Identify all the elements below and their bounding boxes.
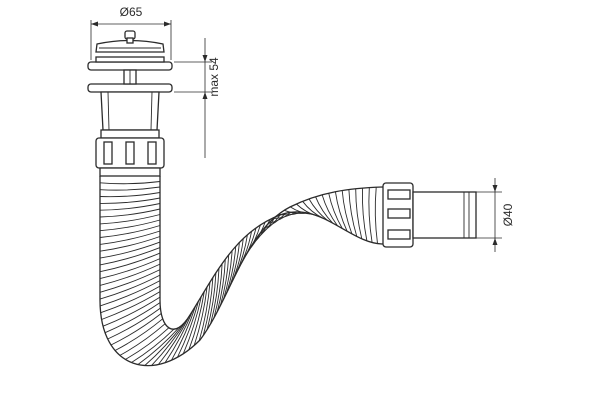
hose-rib	[104, 302, 161, 334]
hose-rib	[234, 234, 248, 276]
hose-rib	[99, 208, 161, 218]
hose-rib	[151, 319, 188, 366]
hose-rib	[171, 305, 197, 361]
hose-rib	[302, 201, 324, 219]
hose-rib	[99, 252, 161, 273]
hose-rib	[216, 259, 226, 312]
hose-rib	[188, 291, 205, 350]
hose-rib	[225, 246, 237, 294]
hose-rib	[99, 192, 161, 198]
hose-rib	[110, 313, 162, 346]
dimension-strainer-diameter: Ø65	[90, 5, 172, 60]
dimension-max-height: max 54	[174, 38, 221, 158]
hose-rib	[315, 196, 334, 224]
hose-rib	[125, 327, 170, 360]
hose-rib	[100, 285, 161, 314]
hose-rib	[137, 327, 180, 365]
hose-rib	[99, 258, 161, 280]
hose-rib	[177, 300, 200, 358]
hose-rib	[202, 277, 214, 336]
hose-rib	[213, 263, 223, 318]
hose-rib	[321, 194, 338, 227]
hose-rib	[99, 263, 161, 286]
hose-rib	[308, 198, 329, 221]
hose-rib	[289, 206, 313, 215]
hose-rib	[238, 231, 253, 270]
hose-rib	[99, 181, 161, 185]
hose-rib	[99, 280, 161, 307]
dimension-outlet-diameter: Ø40	[476, 178, 515, 252]
hose-rib	[361, 188, 368, 241]
hose-rib	[107, 307, 161, 340]
hose-rib	[99, 186, 161, 191]
hose-rib	[231, 238, 244, 282]
hose-rib	[241, 227, 257, 264]
outlet-pipe	[412, 191, 477, 239]
hose-rib	[374, 187, 378, 244]
hose-rib	[99, 219, 161, 232]
hose-rib	[219, 254, 230, 306]
hose-rib	[99, 247, 161, 266]
hose-rib	[341, 190, 353, 235]
hose-rib	[131, 328, 175, 363]
max-height-label: max 54	[207, 57, 221, 97]
upper-flange	[87, 56, 173, 93]
hose-rib	[99, 274, 161, 300]
hose-rib	[99, 203, 161, 211]
hose-rib	[228, 242, 240, 288]
hose-rib	[328, 193, 343, 229]
hose-rib	[119, 323, 166, 356]
hose-rib	[99, 197, 161, 204]
outlet-diameter-label: Ø40	[501, 203, 515, 226]
hose-rib	[99, 236, 161, 252]
top-union-nut	[95, 137, 165, 177]
hose-rib	[244, 224, 261, 258]
hose-rib	[114, 318, 163, 351]
hose-rib	[268, 211, 292, 224]
hose-corrugation-ribs	[99, 181, 378, 366]
hose-rib	[99, 230, 161, 245]
hose-rib	[164, 310, 194, 363]
hose-rib	[99, 225, 161, 238]
hose-rib	[198, 282, 211, 341]
hose-rib	[99, 269, 161, 293]
hose-rib	[182, 296, 202, 354]
strainer-diameter-label: Ø65	[120, 5, 143, 19]
hose-rib	[368, 187, 373, 243]
hose-rib	[222, 250, 233, 300]
hose-rib	[278, 211, 302, 216]
drain-body	[100, 91, 160, 139]
strainer-plug	[95, 30, 165, 53]
hose-rib	[102, 296, 161, 327]
outlet-union-nut	[382, 182, 414, 248]
hose-rib	[334, 191, 348, 232]
hose-rib	[99, 241, 161, 259]
corrugated-hose	[99, 176, 384, 367]
hose-rib	[158, 314, 191, 365]
hose-rib	[348, 189, 358, 237]
hose-rib	[296, 203, 318, 217]
hose-rib	[355, 188, 363, 239]
hose-rib	[206, 272, 217, 330]
hose-rib	[99, 214, 161, 225]
hose-rib	[251, 219, 271, 246]
hose-rib	[193, 286, 208, 346]
hose-rib	[144, 323, 184, 366]
hose-rib	[101, 291, 161, 320]
hose-rib	[210, 268, 220, 324]
